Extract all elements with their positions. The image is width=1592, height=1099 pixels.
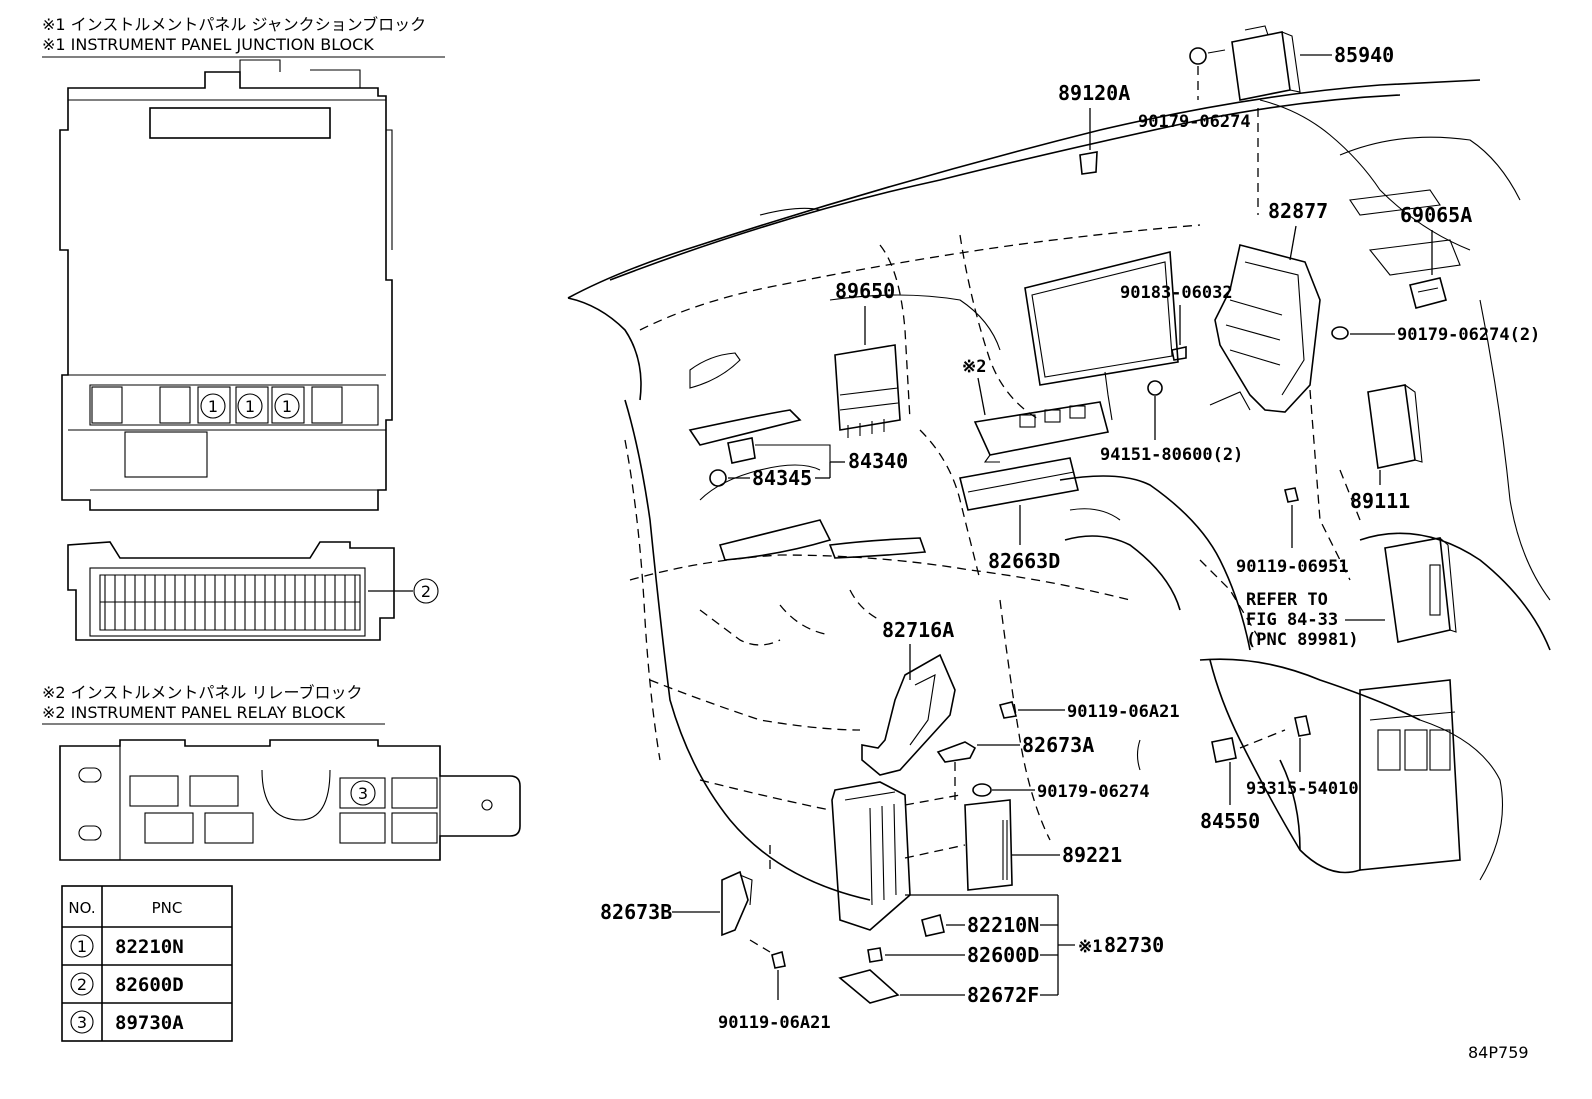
label-90183-06032: 90183-06032 [1120,283,1233,303]
table-row-2-pnc: 82600D [115,974,184,996]
label-93315-54010: 93315-54010 [1246,779,1359,799]
part-89111-module: 89111 [1350,384,1423,513]
pnc-table: NO. PNC 1 2 3 82210N 82600D 89730A [61,885,233,1042]
part-82673A-clip: 82673A [936,733,1094,763]
relay-block-title-en: ※2 INSTRUMENT PANEL RELAY BLOCK [42,703,346,722]
cover-82672F [838,969,900,1004]
bolt-90119-06A21-b: 90119-06A21 [718,939,831,1033]
part-82730-junction-block [769,781,911,931]
part-84340-switch: 84340 84345 [709,437,908,490]
label-94151-80600-2: 94151-80600(2) [1100,445,1243,465]
callout-1-c: 1 [282,397,292,416]
label-90179-06274-b: 90179-06274 [1037,782,1150,802]
connector-dash-5 [1339,469,1361,521]
part-82673B-clip: 82673B [600,870,753,937]
part-89650-unit: 89650 [834,279,901,438]
label-89111: 89111 [1350,489,1410,513]
figure-code: 84P759 [1468,1043,1529,1062]
mark-1: ※1 [1078,937,1102,957]
label-89120A: 89120A [1058,81,1130,105]
callout-1-a: 1 [208,397,218,416]
table-row-1-no: 1 [77,937,87,956]
clip-90183-06032 [1171,346,1187,361]
label-85940: 85940 [1334,43,1394,67]
junction-block-title-en: ※1 INSTRUMENT PANEL JUNCTION BLOCK [42,35,374,54]
connector-dash-3 [904,844,966,859]
relay-block-title-jp: ※2 インストルメントパネル リレーブロック [42,683,362,702]
mark-2: ※2 [962,357,986,377]
fuse-82210N [921,914,945,937]
clip-90179-06274-2 [1331,326,1349,340]
label-82663D: 82663D [988,549,1060,573]
label-84550: 84550 [1200,809,1260,833]
label-90119-06A21-a: 90119-06A21 [1067,702,1180,722]
relay-block-in-dash [973,401,1109,463]
table-row-1-pnc: 82210N [115,936,184,958]
label-90119-06A21-b: 90119-06A21 [718,1013,831,1033]
junction-block-bottom-view: 2 [67,541,439,641]
connector-dash-4 [1199,559,1261,641]
nut-94151 [1147,380,1163,396]
table-row-2-no: 2 [77,975,87,994]
refer-line-2: FIG 84-33 [1246,610,1338,630]
part-89221-module: 89221 [964,799,1122,891]
label-82210N: 82210N [967,913,1039,937]
part-84550-switch: 84550 93315-54010 [1200,715,1359,833]
refer-line-1: REFER TO [1246,590,1328,610]
label-89221: 89221 [1062,843,1122,867]
part-82716A-bracket: 82716A [861,618,956,776]
label-90119-06951: 90119-06951 [1236,557,1349,577]
relay-block-view: 3 [59,739,521,861]
label-90179-06274-2: 90179-06274(2) [1397,325,1540,345]
junction-block-title-jp: ※1 インストルメントパネル ジャンクションブロック [42,15,426,34]
part-69065A-switch: 69065A [1400,203,1472,309]
label-69065A: 69065A [1400,203,1472,227]
label-82673A: 82673A [1022,733,1094,757]
part-82877-bracket: 82877 [1209,199,1351,581]
table-header-no: NO. [68,899,95,917]
label-84340: 84340 [848,449,908,473]
part-85940-module: 85940 [1189,25,1394,215]
display-screen [1024,250,1179,421]
table-row-3-pnc: 89730A [115,1012,184,1034]
bolt-90119-06951: 90119-06951 [1236,487,1349,577]
connector-dash-2 [904,794,961,806]
callout-3: 3 [358,784,368,803]
label-89650: 89650 [835,279,895,303]
callout-2: 2 [421,582,431,601]
label-82600D: 82600D [967,943,1039,967]
label-82716A: 82716A [882,618,954,642]
junction-block-front-view: 1 1 1 [59,59,393,511]
label-82672F: 82672F [967,983,1039,1007]
table-row-3-no: 3 [77,1013,87,1032]
refer-line-3: (PNC 89981) [1246,630,1359,650]
label-82877: 82877 [1268,199,1328,223]
dashboard-outline [567,79,1551,901]
part-82663D-block: 82663D [959,457,1079,573]
label-84345: 84345 [752,466,812,490]
label-82673B: 82673B [600,900,672,924]
label-90179-06274-top: 90179-06274 [1138,112,1251,132]
callout-1-b: 1 [245,397,255,416]
part-89120A-sensor: 89120A [1058,81,1130,175]
clip-90179-06274-b [972,783,992,797]
fuse-82600D [867,947,883,963]
part-89981-refer: REFER TO FIG 84-33 (PNC 89981) [1246,537,1457,650]
label-82730: 82730 [1104,933,1164,957]
table-header-pnc: PNC [152,899,183,917]
bolt-90119-06A21-a [998,701,1018,719]
